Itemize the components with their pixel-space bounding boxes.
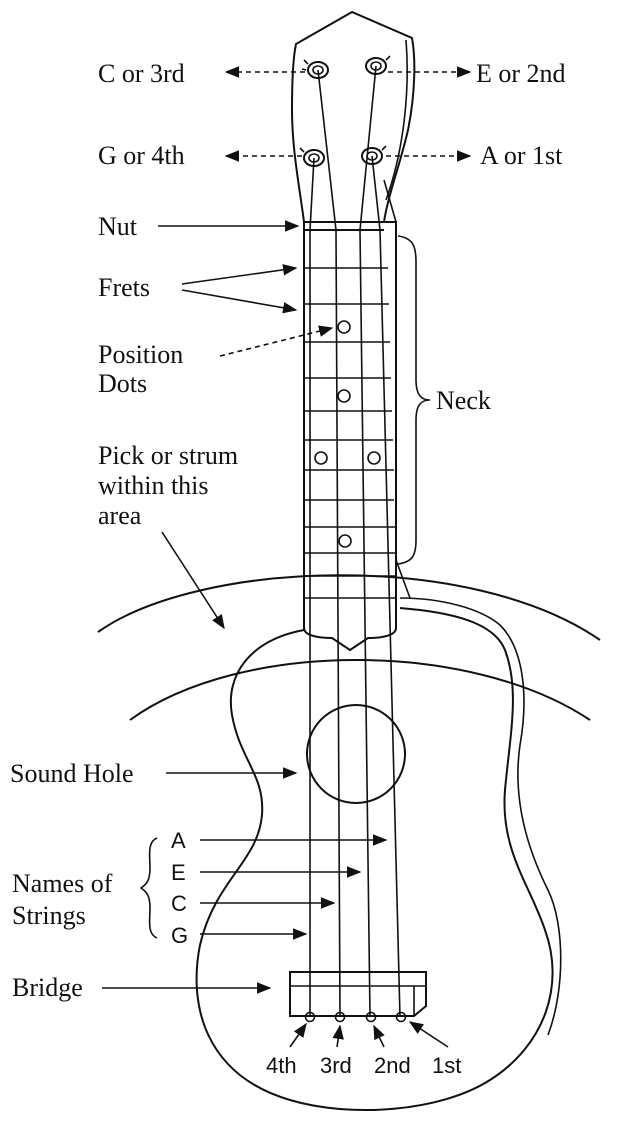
label-bridge: Bridge [12,973,83,1002]
body-outline [195,607,554,1111]
neck-brace [397,235,431,565]
strings [309,65,401,1018]
label-string-g: G [171,923,188,948]
frets-group [304,267,396,599]
label-pin-1st: 1st [432,1053,461,1078]
label-position-dots-line-2: Dots [98,369,147,398]
arrow-position-dots [219,325,334,357]
fretboard-outline [303,221,397,652]
label-strum-area-line-3: area [98,501,142,530]
string-e [359,65,377,1018]
label-string-e: E [171,860,186,885]
position-dot-1 [337,320,351,334]
arrow-pin-1st [408,1021,449,1048]
label-a-or-1st: A or 1st [480,141,563,170]
label-nut: Nut [98,212,138,241]
neck-side-edge [383,179,411,599]
arrow-fret-1 [181,264,298,285]
bridge-pin-2nd [365,1011,377,1023]
arrow-fret-2 [181,289,298,314]
position-dot-2 [337,389,351,403]
label-string-c: C [171,891,187,916]
arrow-strum-area [161,531,225,630]
label-names-of-strings-line-2: Strings [12,901,86,930]
tuning-peg-e [365,55,391,75]
label-frets: Frets [98,273,150,302]
tuning-peg-g [299,147,325,167]
label-sound-hole: Sound Hole [10,759,134,788]
string-c [317,69,341,1018]
bridge-pin-3rd [334,1011,346,1023]
arrow-pin-4th [289,1022,307,1048]
position-dot-4 [338,534,352,548]
bridge-outline [289,971,427,1017]
string-a [371,155,401,1018]
label-neck: Neck [436,386,491,415]
label-pin-4th: 4th [266,1053,297,1078]
bridge-pin-4th [304,1011,316,1023]
sound-hole [306,704,406,804]
label-c-or-3rd: C or 3rd [98,59,185,88]
headstock-inner-edge [385,39,408,201]
strings-brace [139,837,158,939]
tuning-peg-c [301,59,329,79]
label-strum-area-line-1: Pick or strum [98,441,238,470]
label-pin-2nd: 2nd [374,1053,411,1078]
label-names-of-strings-line-1: Names of [12,869,113,898]
headstock-outline [290,10,416,223]
string-g [309,157,315,1017]
strum-area-upper-arc [97,574,601,641]
arrow-pin-3rd [332,1024,344,1048]
label-string-a: A [171,828,186,853]
tuning-peg-a [361,145,387,165]
bridge-pin-1st [395,1011,407,1023]
label-g-or-4th: G or 4th [98,141,185,170]
headstock [290,10,416,223]
position-dot-3a [314,451,328,465]
label-pin-3rd: 3rd [320,1053,352,1078]
label-strum-area-line-2: within this [98,471,209,500]
strum-area-lower-arc [129,659,591,721]
body-side-edge [399,597,562,1036]
label-position-dots-line-1: Position [98,340,183,369]
arrow-pin-2nd [373,1024,385,1048]
bridge [289,971,427,1017]
position-dot-3b [367,451,381,465]
label-e-or-2nd: E or 2nd [476,59,566,88]
fretboard [303,179,411,652]
ukulele-body [195,597,562,1111]
